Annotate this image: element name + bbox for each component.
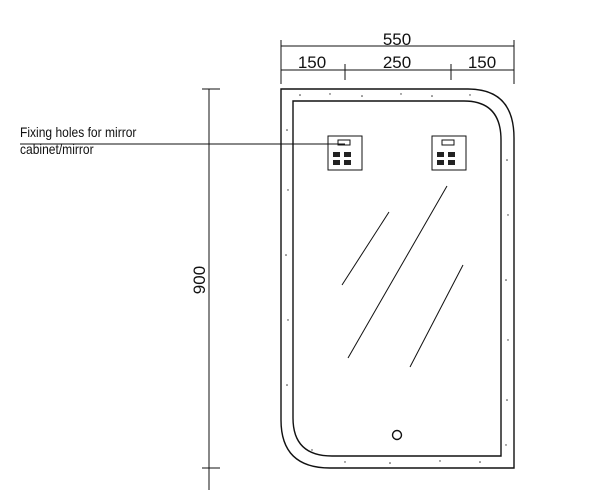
frame-texture: [285, 93, 509, 464]
touch-sensor-icon: [391, 429, 403, 441]
dimension-height: 900: [190, 88, 220, 490]
mirror-reflection-lines: [341, 185, 464, 368]
dim-left-offset-text: 150: [298, 53, 326, 72]
dim-right-offset-text: 150: [468, 53, 496, 72]
mirror-inner-frame: [292, 100, 502, 457]
dim-total-width-text: 550: [383, 30, 411, 49]
fixing-bracket-right: [431, 135, 467, 171]
annotation-line-1: Fixing holes for mirror: [20, 124, 137, 140]
fixing-holes-annotation: Fixing holes for mirror cabinet/mirror: [20, 124, 136, 158]
dimension-hole-positions: 150 250 150: [281, 53, 514, 80]
dimension-total-width: 550: [280, 30, 515, 84]
dim-hole-spacing-text: 250: [383, 53, 411, 72]
mirror-outer-frame: [280, 88, 515, 469]
annotation-line-2: cabinet/mirror: [20, 141, 94, 157]
fixing-bracket-left: [327, 135, 363, 171]
dim-height-text: 900: [190, 266, 209, 294]
